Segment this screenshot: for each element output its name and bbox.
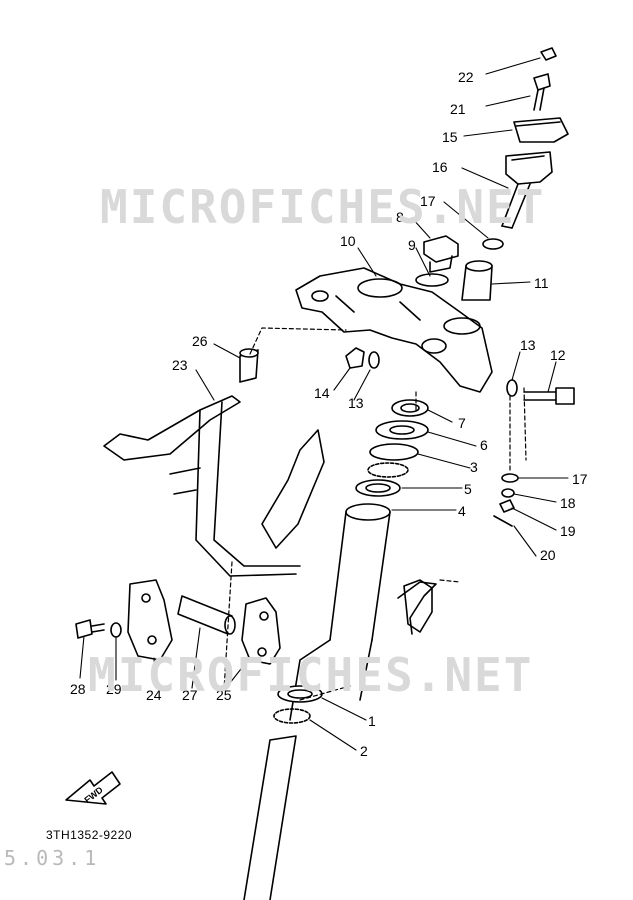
part-3-ball-race	[369, 443, 419, 461]
part-8-steering-nut	[423, 235, 459, 273]
part-lower-bracket-section	[403, 579, 433, 633]
part-6-washer	[375, 420, 429, 440]
callout-8: 8	[396, 209, 404, 225]
callout-25: 25	[216, 687, 232, 703]
callout-16: 16	[432, 159, 448, 175]
guide-lines	[223, 327, 527, 701]
callout-3: 3	[470, 459, 478, 475]
callout-19: 19	[560, 523, 576, 539]
callout-27: 27	[182, 687, 198, 703]
part-14-cap	[345, 347, 365, 369]
part-20-cotter-pin	[493, 515, 513, 527]
callout-29: 29	[106, 681, 122, 697]
part-5-race	[355, 479, 401, 497]
callout-4: 4	[458, 503, 466, 519]
page-code: 5.03.1	[4, 846, 101, 870]
part-16-handlebar-holder-lower	[501, 151, 553, 229]
callout-7: 7	[458, 415, 466, 431]
part-4-steering-stem	[289, 503, 391, 721]
part-lower-stem	[243, 735, 297, 900]
part-10-upper-bracket	[295, 267, 493, 393]
callout-21: 21	[450, 101, 466, 117]
part-2-bearing	[273, 708, 311, 724]
part-number-code: 3TH1352-9220	[46, 828, 133, 842]
callout-13: 13	[520, 337, 536, 353]
part-18-lockwasher	[501, 488, 515, 498]
fwd-arrow-icon	[65, 771, 121, 805]
part-17-washer	[482, 238, 504, 250]
callout-labels: 22 21 15 16 17 8 10 9 11 26 13 12 23 14 …	[70, 69, 588, 759]
part-12-pinch-bolt	[523, 387, 575, 405]
part-28-bolt	[75, 619, 105, 639]
callout-22: 22	[458, 69, 474, 85]
part-15-handlebar-clamp-upper	[513, 117, 569, 143]
callout-2: 2	[360, 743, 368, 759]
part-11-damper-bushing	[461, 260, 493, 301]
part-27-spacer	[177, 595, 236, 635]
callout-28: 28	[70, 681, 86, 697]
part-23-handlebar	[103, 395, 325, 577]
part-17-washer-small	[501, 473, 519, 483]
callout-12: 12	[550, 347, 566, 363]
part-7-ring-nut	[391, 399, 429, 417]
callout-15: 15	[442, 129, 458, 145]
part-29-washer	[110, 622, 122, 638]
leader-lines	[79, 57, 569, 751]
callout-5: 5	[464, 481, 472, 497]
callout-23: 23	[172, 357, 188, 373]
part-9-washer	[415, 273, 449, 287]
callout-20: 20	[540, 547, 556, 563]
callout-17: 17	[420, 193, 436, 209]
part-21-bolt	[533, 73, 551, 111]
callout-9: 9	[408, 237, 416, 253]
part-24-bracket	[127, 579, 173, 661]
part-26-collar	[239, 348, 259, 383]
part-22-cap	[540, 47, 557, 61]
part-13-washer-left	[368, 351, 380, 369]
callout-11: 11	[534, 275, 549, 291]
callout-10: 10	[340, 233, 356, 249]
callout-13: 13	[348, 395, 364, 411]
callout-1: 1	[368, 713, 376, 729]
part-3-balls	[367, 462, 409, 478]
part-25-bracket	[241, 597, 281, 665]
callout-26: 26	[192, 333, 208, 349]
callout-17: 17	[572, 471, 588, 487]
part-13-washer-right	[506, 379, 518, 397]
callout-24: 24	[146, 687, 162, 703]
callout-18: 18	[560, 495, 576, 511]
callout-14: 14	[314, 385, 330, 401]
callout-6: 6	[480, 437, 488, 453]
part-side-bracket	[397, 581, 437, 635]
part-19-nut	[499, 499, 515, 513]
